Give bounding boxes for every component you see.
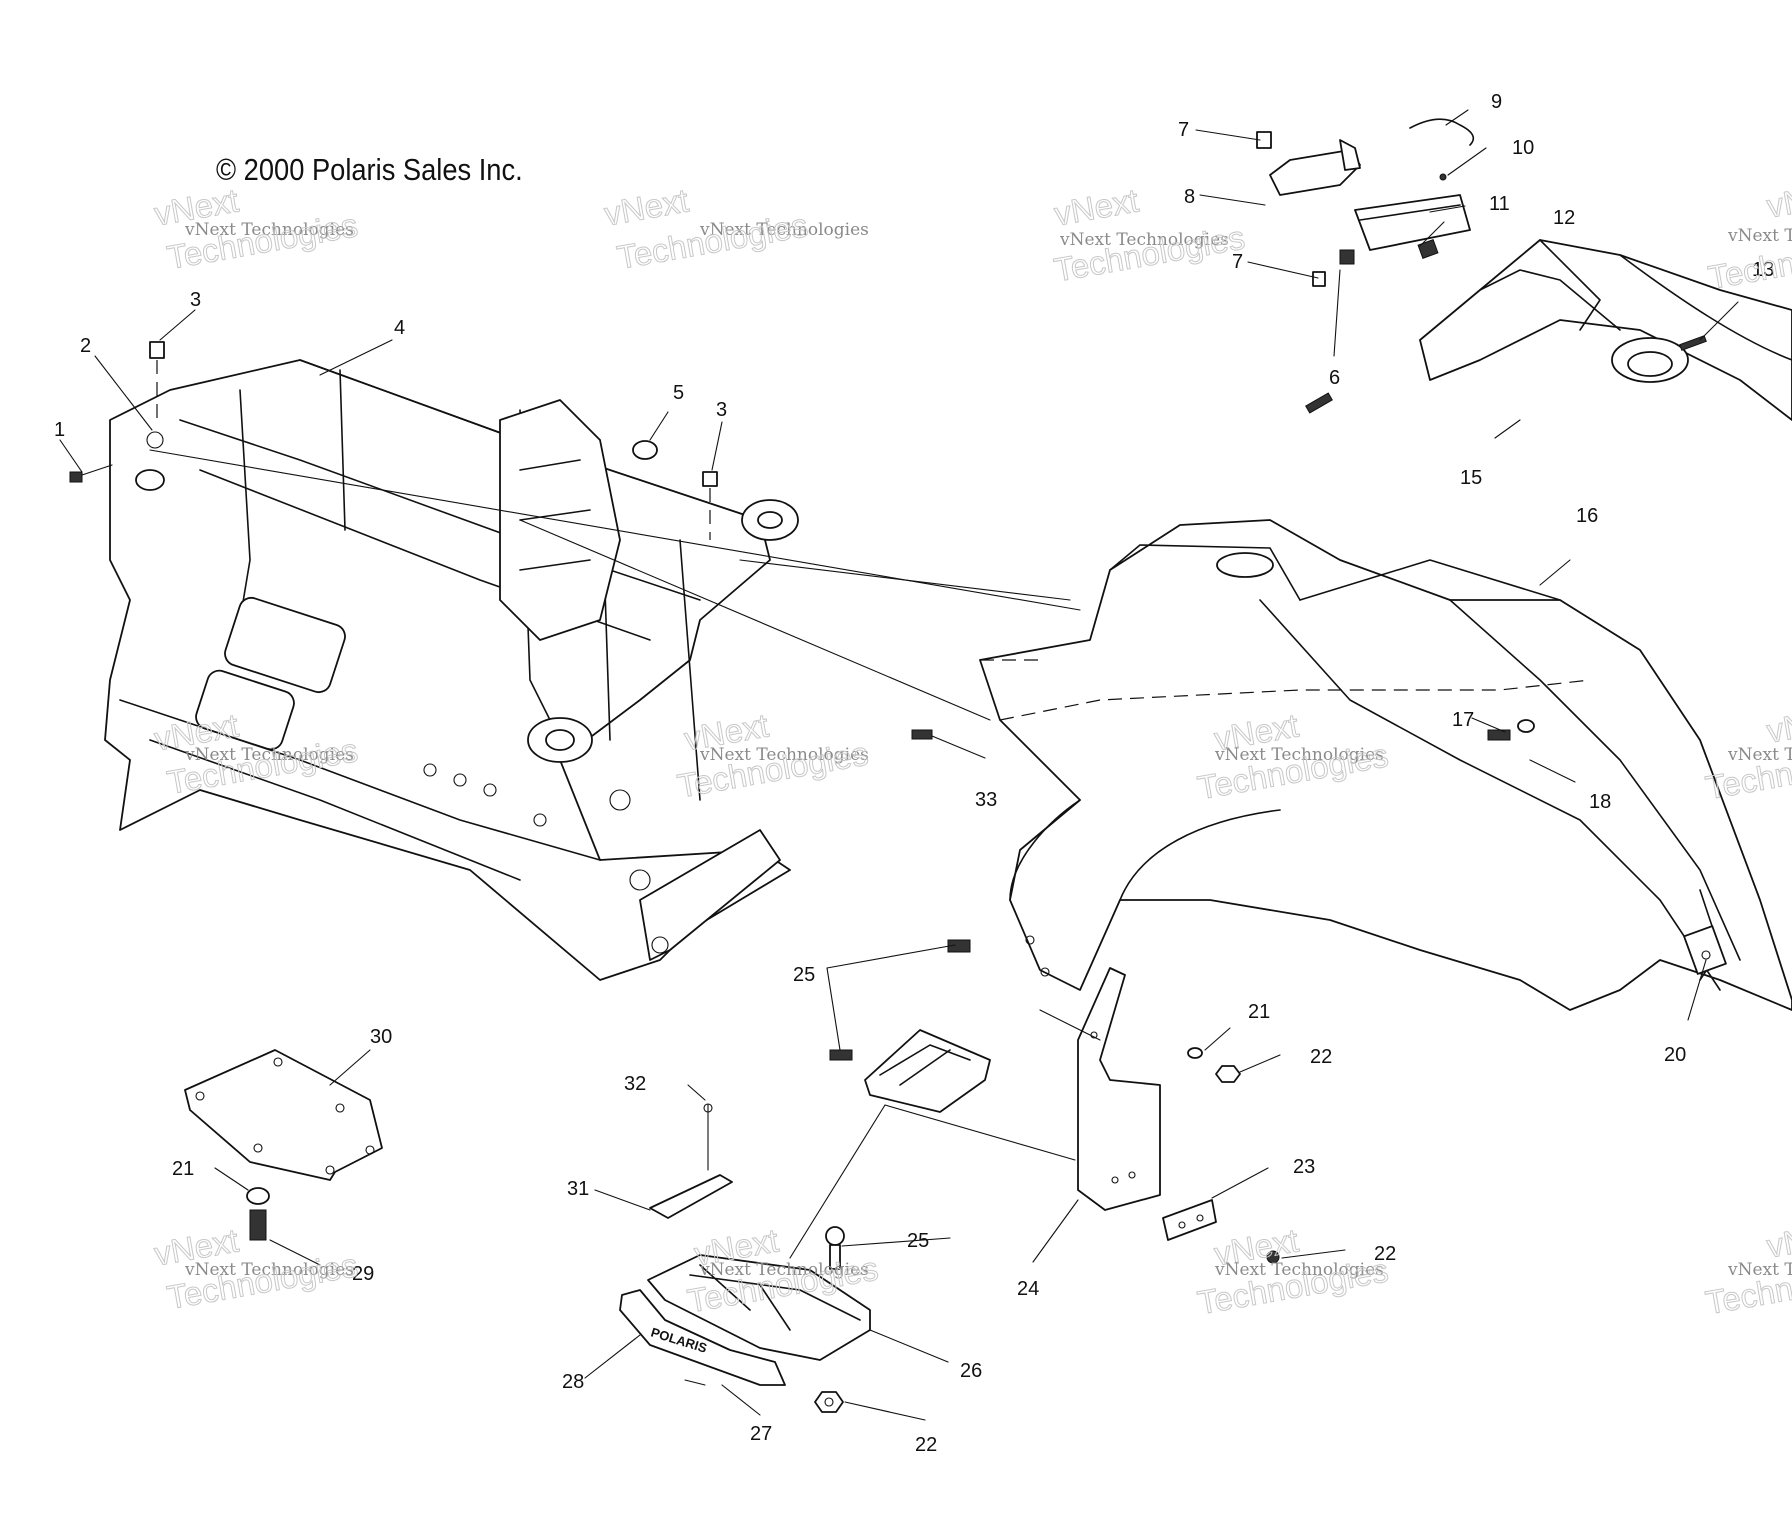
callout-24: 24 [1017, 1278, 1039, 1300]
watermarks: vNext vNext Technologies Technologies vN… [151, 173, 1792, 1322]
callout-3b: 3 [716, 399, 727, 421]
callout-1: 1 [54, 419, 65, 441]
callout-23: 23 [1293, 1156, 1315, 1178]
callout-28: 28 [562, 1371, 584, 1393]
callout-17: 17 [1452, 709, 1474, 731]
svg-text:vNext: vNext [1764, 699, 1792, 750]
callout-22: 22 [1310, 1046, 1332, 1068]
watermark: vNext vNext Technologies Technologies [1702, 698, 1792, 807]
callout-32: 32 [624, 1073, 646, 1095]
svg-text:vNext Technologies: vNext Technologies [184, 745, 354, 765]
svg-text:vNext Technologies: vNext Technologies [699, 1260, 869, 1280]
callout-22b: 22 [1374, 1243, 1396, 1265]
callout-21: 21 [1248, 1001, 1270, 1023]
callout-30: 30 [370, 1026, 392, 1048]
watermark: vNext vNext Technologies Technologies [601, 181, 869, 277]
callout-4: 4 [394, 317, 405, 339]
svg-text:vNext Technologies: vNext Technologies [1214, 745, 1384, 765]
callout-6: 6 [1329, 367, 1340, 389]
svg-text:vNext: vNext [602, 182, 692, 233]
mud-flap [1077, 967, 1161, 1211]
svg-text:vNext: vNext [1052, 182, 1142, 233]
svg-text:vNext Technologies: vNext Technologies [699, 745, 869, 765]
svg-text:vNext Technologies: vNext Technologies [184, 1260, 354, 1280]
callout-5: 5 [673, 382, 684, 404]
callout-3: 3 [190, 289, 201, 311]
callout-33: 33 [975, 789, 997, 811]
callout-7: 7 [1178, 119, 1189, 141]
svg-text:vNext Technologies: vNext Technologies [1727, 745, 1792, 765]
callout-26: 26 [960, 1360, 982, 1382]
callout-22c: 22 [915, 1434, 937, 1456]
callout-13: 13 [1752, 259, 1774, 281]
callout-29: 29 [352, 1263, 374, 1285]
callout-31: 31 [567, 1178, 589, 1200]
watermark: vNext vNext Technologies Technologies [151, 181, 361, 277]
callout-10: 10 [1512, 137, 1534, 159]
watermark: vNext vNext Technologies Technologies [674, 706, 871, 805]
svg-text:vNext Technologies: vNext Technologies [1727, 1260, 1792, 1280]
watermark: vNext vNext Technologies Technologies [1702, 1213, 1792, 1322]
callout-20: 20 [1664, 1044, 1686, 1066]
callout-15: 15 [1460, 467, 1482, 489]
svg-text:vNext: vNext [1764, 174, 1792, 225]
callout-25b: 25 [907, 1230, 929, 1252]
svg-text:vNext Technologies: vNext Technologies [699, 220, 869, 240]
svg-text:vNext Technologies: vNext Technologies [1059, 230, 1229, 250]
skid-plate [184, 1049, 383, 1181]
svg-text:vNext: vNext [1764, 1214, 1792, 1265]
watermark: vNext vNext Technologies Technologies [1705, 173, 1792, 296]
callout-16: 16 [1576, 505, 1598, 527]
taillight-assembly [1256, 118, 1475, 287]
callout-7b: 7 [1232, 251, 1243, 273]
hardware-top-left [69, 341, 718, 540]
callout-21b: 21 [172, 1158, 194, 1180]
callout-27: 27 [750, 1423, 772, 1445]
callout-18: 18 [1589, 791, 1611, 813]
svg-text:vNext Technologies: vNext Technologies [1214, 1260, 1384, 1280]
leader-lines [59, 109, 1739, 1421]
copyright-notice: © 2000 Polaris Sales Inc. [216, 152, 523, 187]
front-frame [104, 359, 799, 981]
callout-12: 12 [1553, 207, 1575, 229]
svg-text:vNext Technologies: vNext Technologies [184, 220, 354, 240]
callout-8: 8 [1184, 186, 1195, 208]
callout-25: 25 [793, 964, 815, 986]
callout-labels: 1 2 3 3 4 5 6 7 7 8 9 10 11 12 13 15 16 … [54, 91, 1774, 1456]
front-fender [979, 519, 1792, 1011]
callout-2: 2 [80, 335, 91, 357]
callout-11: 11 [1489, 193, 1510, 215]
rear-fender [1419, 239, 1792, 421]
callout-9: 9 [1491, 91, 1502, 113]
watermark: vNext vNext Technologies Technologies [1194, 1221, 1391, 1322]
svg-text:vNext Technologies: vNext Technologies [1727, 226, 1792, 246]
